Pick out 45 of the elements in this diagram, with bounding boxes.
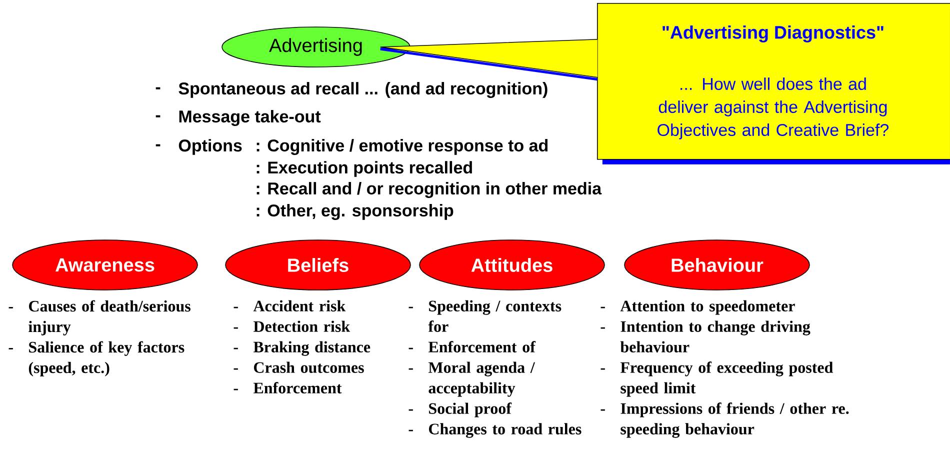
- list-item: Attention to speedometer: [620, 300, 795, 315]
- list-item: Enforcement: [253, 382, 342, 394]
- list-item: Accident risk: [253, 300, 346, 312]
- bullet-dash: -: [8, 348, 13, 350]
- bullet-dash: -: [234, 306, 238, 308]
- bullet-dash: -: [408, 430, 413, 432]
- list-item: : Cognitive / emotive response to ad: [256, 139, 548, 155]
- list-item: Detection risk: [254, 320, 350, 332]
- bullet-dash: -: [408, 368, 413, 370]
- bullet-dash: -: [600, 409, 605, 411]
- bullet-dash: -: [408, 306, 413, 308]
- bullet-dash: -: [234, 348, 238, 350]
- list-item: Spontaneous ad recall ... (and ad recognition): [178, 82, 548, 98]
- list-item: Speeding / contexts for: [428, 300, 562, 332]
- list-item: : Other, eg. sponsorship: [256, 204, 454, 220]
- callout-box: [597, 3, 950, 164]
- callout-title: "Advertising Diagnostics": [662, 26, 884, 42]
- list-item: Braking distance: [253, 341, 370, 356]
- list-item: Enforcement of: [428, 341, 536, 352]
- bullet-dash: -: [408, 409, 413, 411]
- list-item: Causes of death/serious injury: [28, 300, 190, 336]
- bullet-dash: -: [156, 115, 160, 118]
- list-item: Impressions of friends / other re. speeding behaviour: [620, 402, 849, 438]
- bullet-dash: -: [234, 368, 238, 370]
- bullet-dash: -: [8, 307, 13, 308]
- list-item: Salience of key factors (speed, etc.): [28, 341, 184, 376]
- bullet-dash: -: [234, 327, 238, 329]
- list-item: Social proof: [429, 402, 512, 418]
- bullet-dash: -: [234, 388, 238, 390]
- callout-text: ... How well does the ad deliver against the Advertising Objectives and Creative Brief?: [658, 78, 889, 140]
- list-item: Changes to road rules: [429, 423, 582, 438]
- list-item: Frequency of exceeding posted speed limit: [620, 362, 834, 397]
- bullet-dash: -: [408, 348, 413, 350]
- list-item: Intention to change driving behaviour: [620, 320, 810, 352]
- bullet-dash: -: [600, 327, 605, 329]
- list-item: Options: [178, 139, 242, 155]
- list-item: Moral agenda / acceptability: [428, 362, 536, 397]
- list-item: Message take-out: [179, 110, 321, 126]
- bullet-dash: -: [156, 87, 160, 90]
- list-item: Crash outcomes: [254, 362, 364, 373]
- bullet-dash: -: [600, 368, 605, 370]
- list-item: : Recall and / or recognition in other media: [256, 182, 602, 198]
- bullet-dash: -: [600, 306, 605, 308]
- bullet-dash: -: [156, 144, 160, 146]
- list-item: : Execution points recalled: [256, 161, 472, 177]
